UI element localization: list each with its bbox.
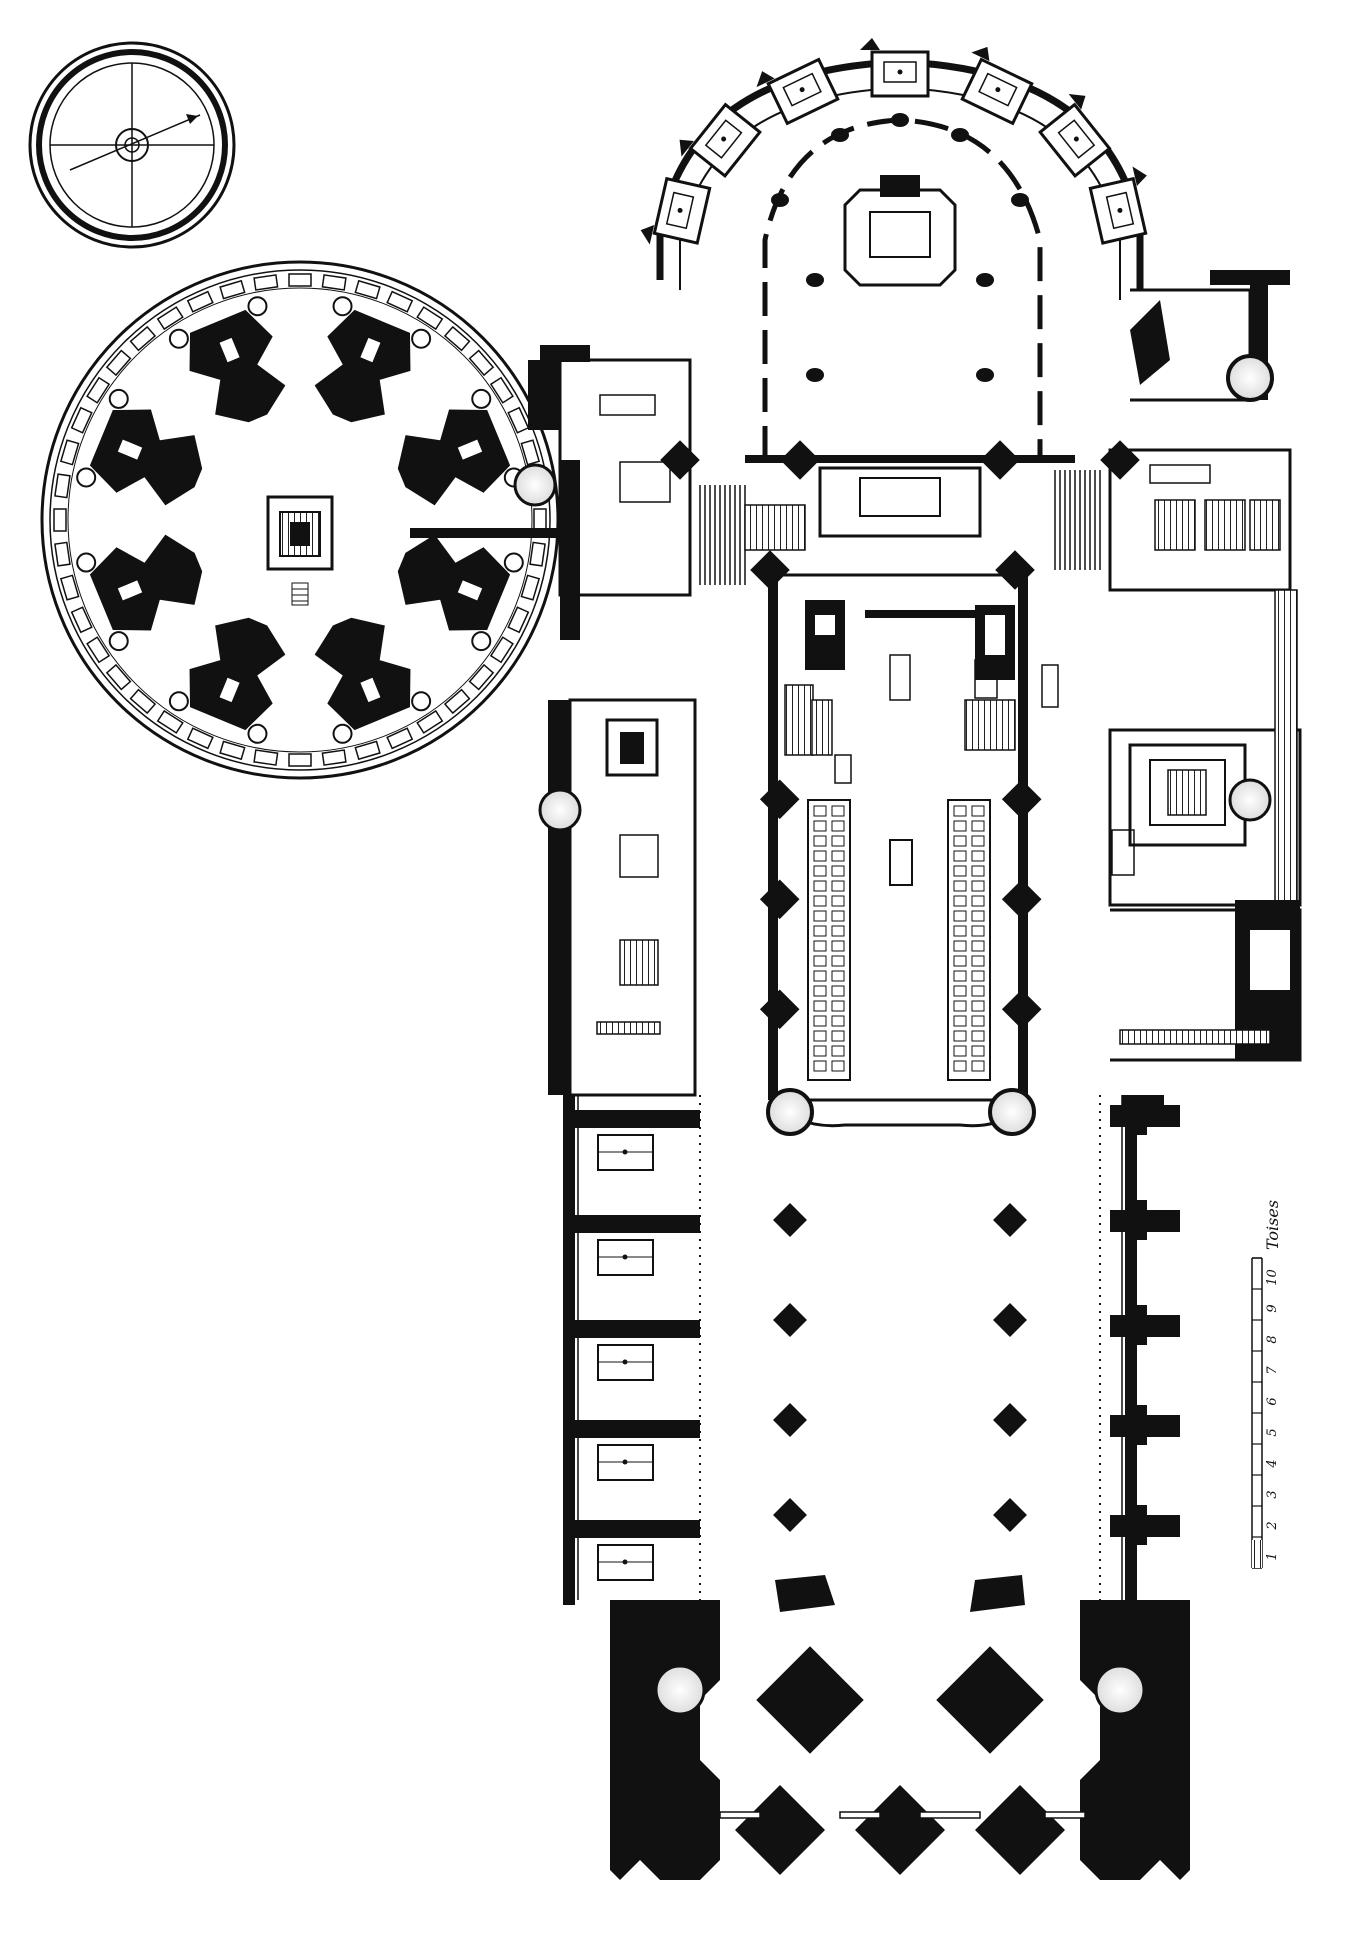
scale-tick-label: 7	[1265, 1366, 1280, 1375]
nave	[563, 1095, 1190, 1880]
compass-rose-icon	[28, 41, 236, 249]
apse-choir	[640, 38, 1148, 460]
scale-tick-label: 5	[1265, 1428, 1280, 1436]
scale-bar: 1 2 3 4 5 6 7 8 9 10 Toises	[1251, 1200, 1282, 1569]
scale-tick-label: 9	[1265, 1304, 1280, 1312]
scale-tick-label: 4	[1265, 1459, 1280, 1468]
scale-tick-label: 3	[1265, 1490, 1280, 1498]
scale-tick-label: 8	[1265, 1335, 1280, 1343]
scale-tick-label: 10	[1265, 1269, 1280, 1286]
scale-tick-label: 6	[1265, 1397, 1280, 1405]
scale-tick-label: 2	[1265, 1521, 1280, 1530]
scale-tick-label: 1	[1265, 1552, 1280, 1560]
north-aisle-chapels	[538, 698, 697, 1097]
choir	[759, 570, 1059, 1136]
south-transept-chapels	[1108, 589, 1302, 1062]
transept	[528, 270, 1292, 597]
rotunda-chapel	[40, 260, 580, 780]
scale-unit-label: Toises	[1263, 1200, 1282, 1250]
